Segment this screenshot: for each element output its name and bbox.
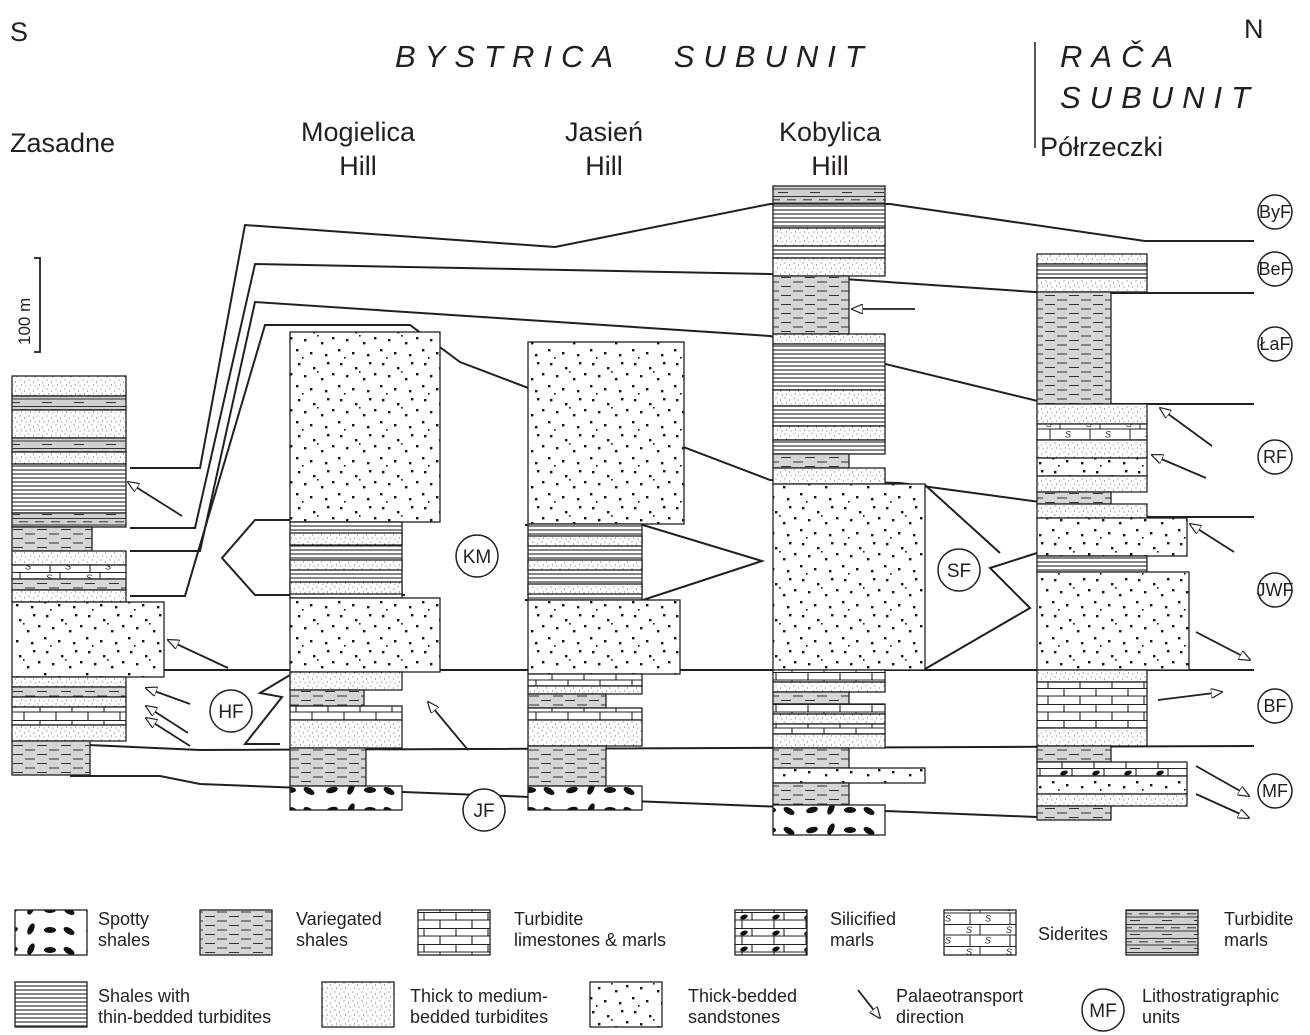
svg-text:HF: HF xyxy=(218,702,243,723)
svg-text:RF: RF xyxy=(1263,447,1287,467)
unit-jwf: JWF xyxy=(1257,573,1294,607)
legend-thick-medium-turbidites: Thick to medium-bedded turbidites xyxy=(322,982,548,1027)
section-label-zasadne: Zasadne xyxy=(10,128,115,158)
column-jasien xyxy=(528,342,684,810)
legend-siderites: Siderites xyxy=(944,910,1108,955)
svg-text:MF: MF xyxy=(1262,781,1288,801)
column-zasadne xyxy=(12,376,164,775)
unit-bef: BeF xyxy=(1258,252,1292,286)
unit-sf: SF xyxy=(938,549,980,591)
unit-bf: BF xyxy=(1258,689,1292,723)
svg-text:KM: KM xyxy=(463,547,492,568)
svg-text:BeF: BeF xyxy=(1258,259,1291,279)
unit-hf: HF xyxy=(210,690,252,732)
svg-text:SF: SF xyxy=(947,561,971,582)
svg-text:MF: MF xyxy=(1089,1001,1116,1022)
raca-subunit-title-1: RAČA xyxy=(1060,39,1182,74)
column-polrzeczki xyxy=(1037,254,1189,820)
unit-jf: JF xyxy=(463,789,505,831)
scale-label: 100 m xyxy=(15,298,34,345)
svg-text:Siderites: Siderites xyxy=(1038,924,1108,944)
svg-text:JWF: JWF xyxy=(1257,580,1294,600)
svg-text:ŁaF: ŁaF xyxy=(1259,334,1290,354)
bystrica-subunit-title: BYSTRICA SUBUNIT xyxy=(395,39,873,74)
raca-subunit-title-2: SUBUNIT xyxy=(1060,80,1259,115)
svg-text:BF: BF xyxy=(1263,696,1286,716)
svg-text:JF: JF xyxy=(473,801,494,822)
north-label: N xyxy=(1244,14,1264,44)
scale-bar: 100 m xyxy=(15,258,40,352)
svg-text:Thick to medium-bedded turbidi: Thick to medium-bedded turbidites xyxy=(410,986,548,1027)
unit-rf: RF xyxy=(1258,440,1292,474)
unit-mf: MF xyxy=(1258,774,1292,808)
unit-byf: ByF xyxy=(1258,195,1292,229)
column-mogielica xyxy=(290,332,440,810)
unit-circles-right: ByF BeF ŁaF RF JWF BF MF xyxy=(1257,195,1294,808)
south-label: S xyxy=(10,17,28,47)
unit-laf: ŁaF xyxy=(1258,327,1292,361)
unit-km: KM xyxy=(456,535,498,577)
section-label-polrzeczki: Półrzeczki xyxy=(1040,132,1163,162)
svg-text:ByF: ByF xyxy=(1259,202,1291,222)
